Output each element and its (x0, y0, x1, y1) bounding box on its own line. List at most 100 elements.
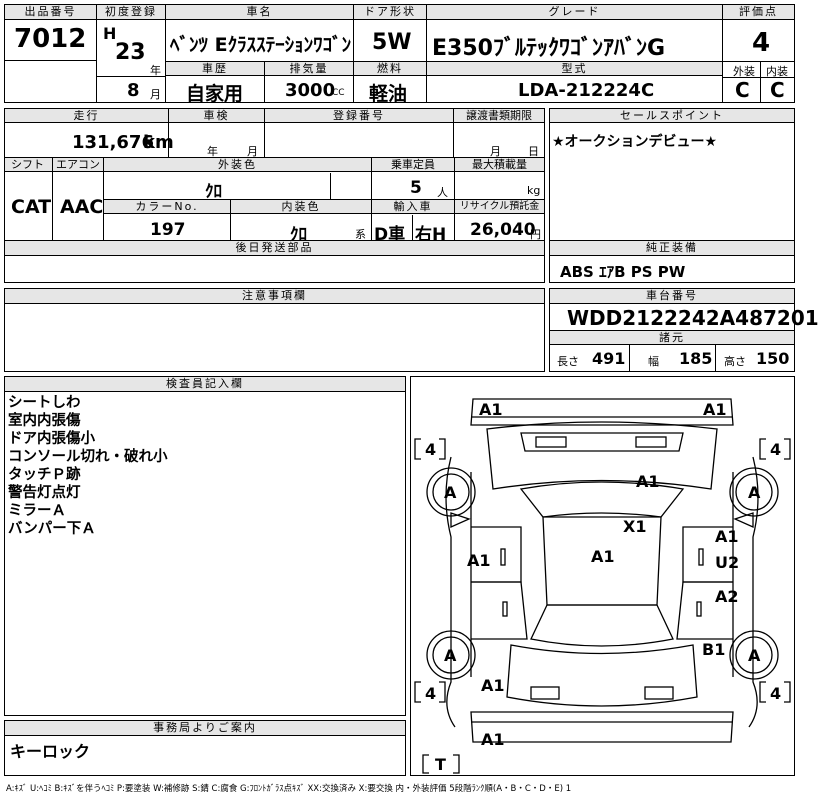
score-label: 評価点 (723, 5, 794, 20)
mark-wheel-rl: A (444, 646, 457, 665)
mark-tire-rl: 4 (425, 684, 436, 703)
mark-door-fr-a: A1 (715, 527, 739, 546)
loadmax-unit: kg (527, 184, 541, 197)
mark-rear-bumper: A1 (481, 730, 505, 749)
specs-block (4, 108, 545, 283)
inspector-note: シートしわ (8, 395, 81, 411)
score: 4 (752, 28, 771, 58)
height: 150 (756, 349, 790, 368)
mark-tire-fl: 4 (425, 440, 436, 459)
displacement-unit: CC (332, 88, 345, 98)
first-reg-label: 初度登録 (97, 5, 165, 20)
mark-hood: A1 (636, 472, 660, 491)
ext-color-label: 外装色 (104, 158, 371, 172)
fuel-label: 燃料 (354, 62, 426, 76)
top-block (4, 4, 795, 103)
lot-label: 出品番号 (5, 5, 96, 20)
capacity: 5 (410, 178, 422, 198)
inspector-note: バンパー下Ａ (8, 521, 96, 537)
length-label: 長さ (557, 355, 579, 368)
mark-wheel-rr: A (748, 646, 761, 665)
mark-wheel-fl: A (444, 483, 457, 502)
inspector-note: タッチＰ跡 (8, 467, 81, 483)
transfer-month: 月 (490, 145, 501, 158)
damage-marks: A1 A1 4 4 A A A1 X1 A1 A1 U2 A1 A2 A B1 … (425, 400, 781, 774)
width: 185 (679, 349, 713, 368)
loadmax-label: 最大積載量 (455, 158, 544, 172)
mark-door-fr-u: U2 (715, 553, 739, 572)
equipment: ABS ｴｱB PS PW (560, 263, 686, 281)
reg-year: 23 (115, 40, 146, 65)
inspector-note: ドア内張傷小 (8, 431, 95, 447)
width-label: 幅 (648, 355, 659, 368)
later-parts-label: 後日発送部品 (5, 241, 544, 256)
era: H (103, 24, 117, 43)
mark-front-bumper-right: A1 (703, 400, 727, 419)
mark-roof: A1 (591, 547, 615, 566)
inspection-label: 車検 (169, 109, 264, 123)
transfer-day: 日 (528, 145, 539, 158)
inspector-notes: シートしわ 室内内張傷 ドア内張傷小 コンソール切れ・破れ小 タッチＰ跡 警告灯… (8, 394, 168, 538)
office-note: キーロック (10, 742, 91, 761)
fuel: 軽油 (369, 83, 408, 105)
mark-qpanel-rr: B1 (702, 640, 725, 659)
int-color-label: 内装色 (231, 200, 371, 214)
model-label: 型式 (427, 62, 722, 76)
recycle-label: リサイクル預託金 (455, 200, 544, 214)
door-label: ドア形状 (354, 5, 426, 20)
mark-door-rr: A2 (715, 587, 739, 606)
inspector-label: 検査員記入欄 (5, 377, 405, 392)
reg-month: 8 (127, 80, 140, 101)
ext-color: ｸﾛ (205, 182, 222, 202)
inspector-note: 室内内張傷 (8, 413, 81, 429)
mark-door-fl: A1 (467, 551, 491, 570)
shift-label: シフト (5, 158, 52, 172)
mileage-label: 走行 (5, 109, 168, 123)
history-label: 車歴 (166, 62, 264, 76)
capacity-unit: 人 (437, 186, 448, 199)
chassis-label: 車台番号 (550, 289, 794, 304)
import-label: 輸入車 (372, 200, 454, 214)
displacement: 3000 (285, 80, 336, 101)
equipment-label: 純正装備 (550, 241, 794, 256)
colorno-label: カラーNo. (104, 200, 230, 214)
int-rating: C (770, 78, 785, 102)
colorno: 197 (150, 220, 186, 240)
car-diagram-block (410, 376, 795, 776)
inspector-note: コンソール切れ・破れ小 (8, 449, 168, 465)
chassis-block (549, 288, 795, 372)
notes-label: 注意事項欄 (5, 289, 544, 304)
month-unit: 月 (150, 88, 161, 101)
int-label: 内装 (766, 65, 788, 78)
year-unit: 年 (150, 64, 161, 77)
mark-roof-x: X1 (623, 517, 646, 536)
recycle: 26,040 (470, 220, 536, 240)
ext-label: 外装 (733, 65, 755, 78)
legend: A:ｷｽﾞ U:ﾍｺﾐ B:ｷｽﾞを伴うﾍｺﾐ P:要塗装 W:補修跡 S:錆 … (6, 784, 572, 794)
sales-block (549, 108, 795, 283)
length: 491 (592, 349, 626, 368)
insp-month-unit: 月 (247, 145, 258, 158)
inspector-block (4, 376, 406, 716)
car-diagram: A1 A1 4 4 A A A1 X1 A1 A1 U2 A1 A2 A B1 … (414, 398, 791, 774)
displacement-label: 排気量 (265, 62, 353, 76)
mileage-unit: km (143, 132, 174, 153)
notes-block (4, 288, 545, 372)
car-name: ﾍﾞﾝﾂ Eｸﾗｽｽﾃｰｼｮﾝﾜｺﾞﾝ (170, 34, 352, 56)
office-block (4, 720, 406, 776)
mark-trunk-t: T (435, 755, 446, 774)
model: LDA-212224C (518, 80, 655, 101)
mark-wheel-fr: A (748, 483, 761, 502)
capacity-label: 乗車定員 (372, 158, 454, 172)
car-name-label: 車名 (166, 5, 353, 20)
transfer-label: 譲渡書類期限 (454, 109, 544, 123)
inspector-note: ミラーＡ (8, 503, 66, 519)
insp-year-unit: 年 (207, 145, 218, 158)
sales-label: セールスポイント (550, 109, 794, 123)
sales-point: ★オークションデビュー★ (552, 134, 718, 150)
grade-label: グレード (427, 5, 722, 20)
grade: E350ﾌﾞﾙﾃｯｸﾜｺﾞﾝｱﾊﾞﾝG (432, 36, 666, 61)
mark-tire-fr: 4 (770, 440, 781, 459)
reg-number-label: 登録番号 (265, 109, 453, 123)
ac: AAC (60, 196, 104, 218)
